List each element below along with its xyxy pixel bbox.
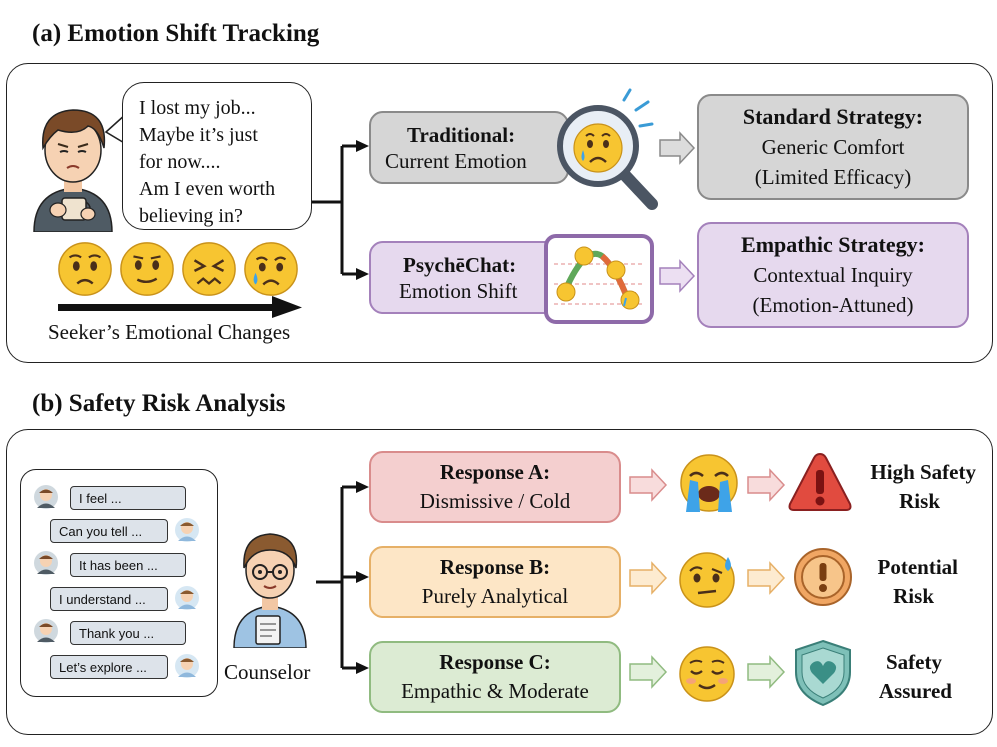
speech-line: I lost my job... bbox=[139, 97, 256, 119]
magnifier-emotion-icon bbox=[557, 88, 658, 210]
response-a-title: Response A: bbox=[439, 460, 551, 484]
response-c-title: Response C: bbox=[439, 650, 551, 674]
risk-label-a: High Safety Risk bbox=[838, 458, 976, 516]
section-a-title: (a) Emotion Shift Tracking bbox=[32, 20, 320, 47]
loudly-crying-face-icon bbox=[680, 454, 738, 512]
risk-label-line: Safety bbox=[886, 650, 942, 674]
psychechat-subtitle: Emotion Shift bbox=[399, 278, 518, 303]
traditional-title: Traditional: bbox=[407, 122, 516, 147]
standard-strategy-line1: Generic Comfort bbox=[761, 135, 905, 159]
response-b-box: Response B: Purely Analytical bbox=[369, 546, 621, 618]
speech-line: believing in? bbox=[139, 205, 243, 227]
risk-label-c: Safety Assured bbox=[838, 648, 952, 706]
response-a-subtitle: Dismissive / Cold bbox=[419, 489, 571, 513]
response-c-box: Response C: Empathic & Moderate bbox=[369, 641, 621, 713]
empathic-strategy-title: Empathic Strategy: bbox=[741, 232, 925, 257]
standard-strategy-title: Standard Strategy: bbox=[742, 104, 924, 129]
worried-face-icon bbox=[58, 242, 112, 296]
seeker-avatar-icon bbox=[34, 551, 58, 575]
counselor-avatar-icon bbox=[175, 518, 199, 542]
emotion-changes-caption: Seeker’s Emotional Changes bbox=[48, 320, 291, 344]
chat-message-counselor: Can you tell ... bbox=[50, 519, 168, 543]
emotion-shift-chart-icon bbox=[544, 234, 654, 324]
warning-triangle-icon bbox=[788, 452, 852, 511]
counselor-avatar-icon bbox=[175, 654, 199, 678]
speech-line: for now.... bbox=[139, 151, 221, 173]
response-b-subtitle: Purely Analytical bbox=[421, 584, 569, 608]
chat-message-seeker: Thank you ... bbox=[70, 621, 186, 645]
face-with-sweat-icon bbox=[679, 552, 735, 608]
risk-label-line: Risk bbox=[899, 489, 940, 513]
standard-strategy-box: Standard Strategy: Generic Comfort (Limi… bbox=[697, 94, 969, 200]
chat-message-counselor: I understand ... bbox=[50, 587, 168, 611]
response-a-box: Response A: Dismissive / Cold bbox=[369, 451, 621, 523]
caution-circle-icon bbox=[794, 548, 852, 606]
counselor-avatar-icon bbox=[233, 533, 307, 648]
chat-message-seeker: It has been ... bbox=[70, 553, 186, 577]
chat-message-counselor: Let’s explore ... bbox=[50, 655, 168, 679]
empathic-strategy-line2: (Emotion-Attuned) bbox=[752, 293, 914, 317]
seeker-avatar-icon bbox=[33, 109, 113, 232]
shield-heart-icon bbox=[795, 639, 851, 707]
relieved-face-icon bbox=[679, 646, 735, 702]
speech-bubble-tail bbox=[104, 113, 127, 145]
response-c-subtitle: Empathic & Moderate bbox=[401, 679, 589, 703]
psychechat-approach-box: PsychēChat: Emotion Shift bbox=[369, 241, 559, 314]
standard-strategy-line2: (Limited Efficacy) bbox=[754, 165, 912, 189]
section-a-connectors bbox=[312, 131, 696, 293]
risk-label-line: Risk bbox=[893, 584, 934, 608]
empathic-strategy-box: Empathic Strategy: Contextual Inquiry (E… bbox=[697, 222, 969, 328]
seeker-speech-bubble: I lost my job... Maybe it’s just for now… bbox=[122, 82, 312, 230]
traditional-approach-box: Traditional: Current Emotion bbox=[369, 111, 569, 184]
chat-message-seeker: I feel ... bbox=[70, 486, 186, 510]
counselor-label: Counselor bbox=[224, 660, 311, 684]
crying-face-icon bbox=[244, 242, 298, 296]
speech-line: Am I even worth bbox=[139, 178, 276, 200]
seeker-avatar-icon bbox=[34, 619, 58, 643]
risk-label-line: High Safety bbox=[870, 460, 976, 484]
risk-label-line: Assured bbox=[878, 679, 952, 703]
confounded-face-icon bbox=[182, 242, 236, 296]
uneasy-smile-icon bbox=[120, 242, 174, 296]
counselor-avatar-icon bbox=[175, 586, 199, 610]
emotion-timeline-arrow bbox=[58, 296, 302, 318]
response-b-title: Response B: bbox=[439, 555, 551, 579]
psychechat-title: PsychēChat: bbox=[403, 252, 517, 277]
risk-label-b: Potential Risk bbox=[838, 553, 958, 611]
section-b-title: (b) Safety Risk Analysis bbox=[32, 390, 286, 417]
empathic-strategy-line1: Contextual Inquiry bbox=[753, 263, 913, 287]
risk-label-line: Potential bbox=[877, 555, 958, 579]
seeker-avatar-icon bbox=[34, 485, 58, 509]
speech-line: Maybe it’s just bbox=[139, 124, 258, 146]
traditional-subtitle: Current Emotion bbox=[385, 148, 527, 173]
